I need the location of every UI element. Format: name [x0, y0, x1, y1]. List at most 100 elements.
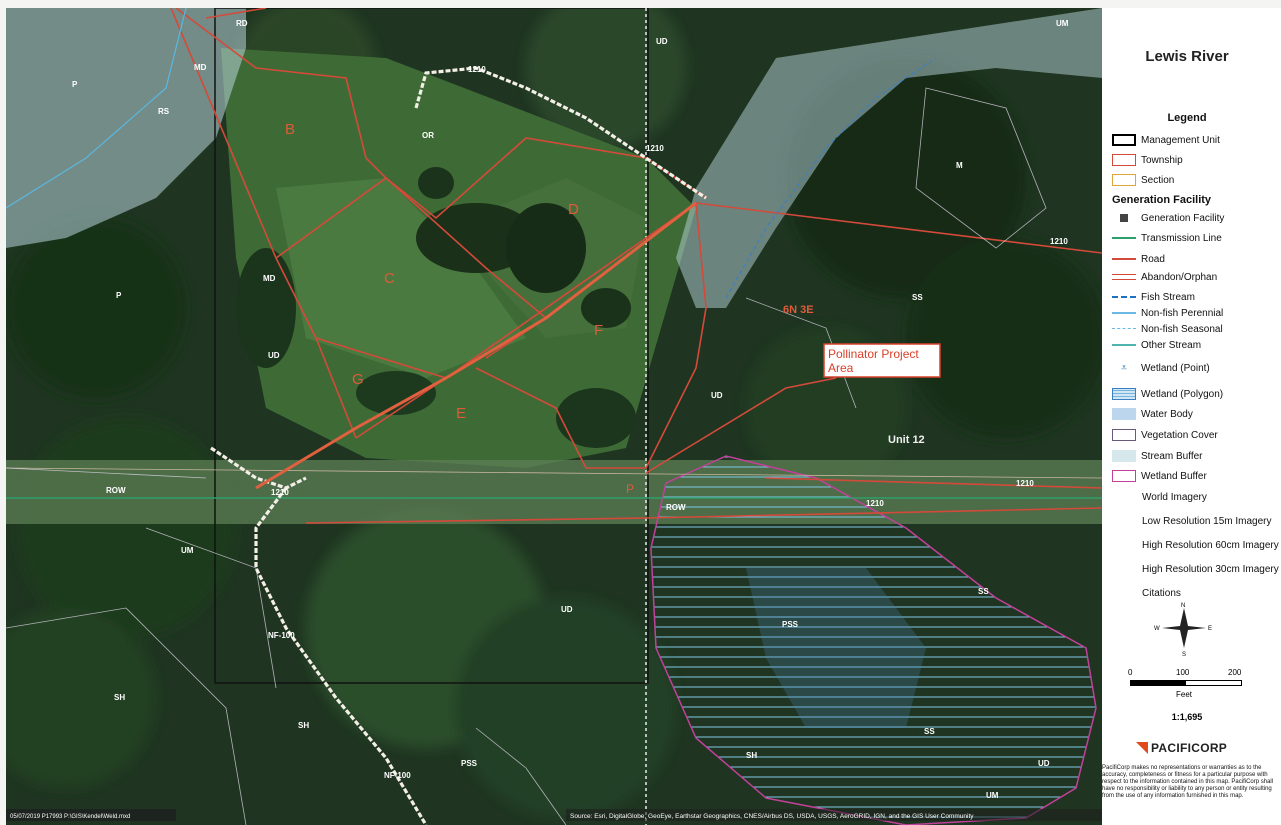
imagery-citations: Citations — [1142, 588, 1181, 599]
stream-buffer-ne — [676, 8, 1102, 308]
water-body — [746, 568, 926, 728]
callout-label: Pollinator Project Area — [828, 347, 922, 375]
road-label: 1210 — [271, 488, 289, 497]
veg-code: UM — [986, 791, 999, 800]
veg-code: UM — [1056, 19, 1069, 28]
road-label: 1210 — [1016, 479, 1034, 488]
imagery-low-res: Low Resolution 15m Imagery — [1142, 516, 1272, 527]
legend-item-transmission-line: Transmission Line — [1112, 230, 1222, 246]
water-body-swatch — [1112, 408, 1136, 420]
footer-left-bg — [6, 809, 176, 821]
legend-label: Non-fish Seasonal — [1141, 323, 1223, 335]
parcel-label-g: G — [352, 371, 364, 388]
meadow-light — [276, 178, 526, 378]
wetland-point-icon: ⩡ — [1120, 362, 1128, 374]
legend-item-management-unit: Management Unit — [1112, 132, 1220, 148]
legend-label: Generation Facility — [1141, 212, 1225, 224]
footer-left-text: 05/07/2019 P17993 P:\GIS\Kendel\Weld.mxd — [10, 814, 130, 820]
imagery-world: World Imagery — [1142, 492, 1207, 503]
row-edge — [6, 467, 1102, 479]
row-corridor — [6, 460, 1102, 524]
generation-facility-icon — [1112, 212, 1136, 224]
row-label: ROW — [106, 486, 126, 495]
vegetation-cover-swatch — [1112, 429, 1136, 441]
management-unit-swatch — [1112, 134, 1136, 146]
legend-item-water-body: Water Body — [1112, 406, 1193, 422]
imagery-high-res-30: High Resolution 30cm Imagery — [1142, 564, 1279, 575]
vegetation-cover — [6, 87, 1047, 825]
legend-item-wetland-polygon: Wetland (Polygon) — [1112, 386, 1223, 402]
legend-item-township: Township — [1112, 152, 1183, 168]
stream-nw — [6, 8, 187, 209]
veg-code: RS — [158, 107, 170, 116]
veg-code: SH — [746, 751, 757, 760]
transmission-line-swatch — [1112, 232, 1136, 244]
road-label: 1210 — [1050, 237, 1068, 246]
legend-label: Township — [1141, 154, 1183, 166]
veg-code: UD — [711, 391, 723, 400]
brand-logo: PACIFICORP — [1136, 741, 1227, 755]
legend-group-title: Generation Facility — [1112, 194, 1212, 206]
legend-label: Water Body — [1141, 408, 1193, 420]
wetland-polygon-swatch — [1112, 388, 1136, 400]
scale-ratio: 1:1,695 — [1171, 712, 1203, 722]
road-label: NF-100 — [384, 771, 411, 780]
legend-label: Wetland (Polygon) — [1141, 388, 1224, 400]
legend-item-abandon-orphan: Abandon/Orphan — [1112, 269, 1217, 285]
source-bg — [566, 809, 1102, 821]
legend-label: Stream Buffer — [1141, 450, 1203, 462]
parcel-label-c: C — [384, 270, 395, 287]
wetland-buffer-swatch — [1112, 470, 1136, 482]
veg-code: P — [116, 291, 122, 300]
compass-arrow-icon — [1162, 608, 1206, 648]
veg-code: UM — [181, 546, 194, 555]
wetland-buffer — [650, 455, 1097, 825]
non-fish-perennial-swatch — [1112, 307, 1136, 319]
legend-label: Wetland (Point) — [1141, 362, 1210, 374]
parcel-label-b: B — [285, 121, 295, 138]
legend-label: Wetland Buffer — [1141, 470, 1207, 482]
veg-code: SS — [924, 727, 935, 736]
legend-item-other-stream: Other Stream — [1112, 337, 1201, 353]
veg-code: UD — [1038, 759, 1050, 768]
abandon-orphan-swatch — [1112, 271, 1136, 283]
scale-bar-graphic — [1130, 680, 1242, 686]
legend-label: Vegetation Cover — [1141, 429, 1218, 441]
legend-heading: Legend — [1167, 112, 1207, 124]
legend-item-non-fish-seasonal: Non-fish Seasonal — [1112, 321, 1223, 337]
legend-label: Transmission Line — [1141, 232, 1222, 244]
parcel-label-d: D — [568, 201, 579, 218]
veg-code: SS — [978, 587, 989, 596]
brand-text: PACIFICORP — [1151, 741, 1228, 755]
stream-buffer-nw — [6, 8, 246, 248]
parcel-label-f: F — [594, 322, 603, 339]
tree-clumps — [236, 167, 636, 448]
legend-label: Section — [1141, 174, 1175, 186]
veg-code: MD — [263, 274, 276, 283]
legend-panel: Lewis River Legend Management Unit Towns… — [1102, 8, 1281, 825]
stream-ne — [725, 57, 937, 299]
legend-label: Non-fish Perennial — [1141, 307, 1224, 319]
compass-rose: N S E W — [1154, 600, 1214, 658]
legend-item-wetland-point: ⩡ Wetland (Point) — [1112, 360, 1210, 376]
imagery-high-res-60: High Resolution 60cm Imagery — [1142, 540, 1279, 551]
other-stream-swatch — [1112, 339, 1136, 351]
scale-tick: 0 — [1128, 668, 1133, 677]
callout-box[interactable] — [823, 343, 941, 378]
pacificorp-logo-icon — [1136, 742, 1148, 754]
legend-item-stream-buffer: Stream Buffer — [1112, 448, 1203, 464]
section-swatch — [1112, 174, 1136, 186]
unit-label: Unit 12 — [888, 434, 925, 446]
legend-item-non-fish-perennial: Non-fish Perennial — [1112, 305, 1223, 321]
compass-w: W — [1154, 626, 1160, 632]
legend-item-fish-stream: Fish Stream — [1112, 289, 1195, 305]
compass-n: N — [1181, 603, 1185, 609]
scale-tick: 200 — [1228, 668, 1242, 677]
legend-label: Other Stream — [1141, 339, 1202, 351]
veg-code: M — [956, 161, 963, 170]
legend-label: Fish Stream — [1141, 291, 1195, 303]
veg-code: PSS — [461, 759, 478, 768]
non-fish-seasonal-swatch — [1112, 323, 1136, 335]
map-canvas[interactable]: B C D E F G P 6N 3E Unit 12 Pollinator P… — [6, 8, 1102, 825]
road-main-diagonal — [255, 201, 697, 490]
